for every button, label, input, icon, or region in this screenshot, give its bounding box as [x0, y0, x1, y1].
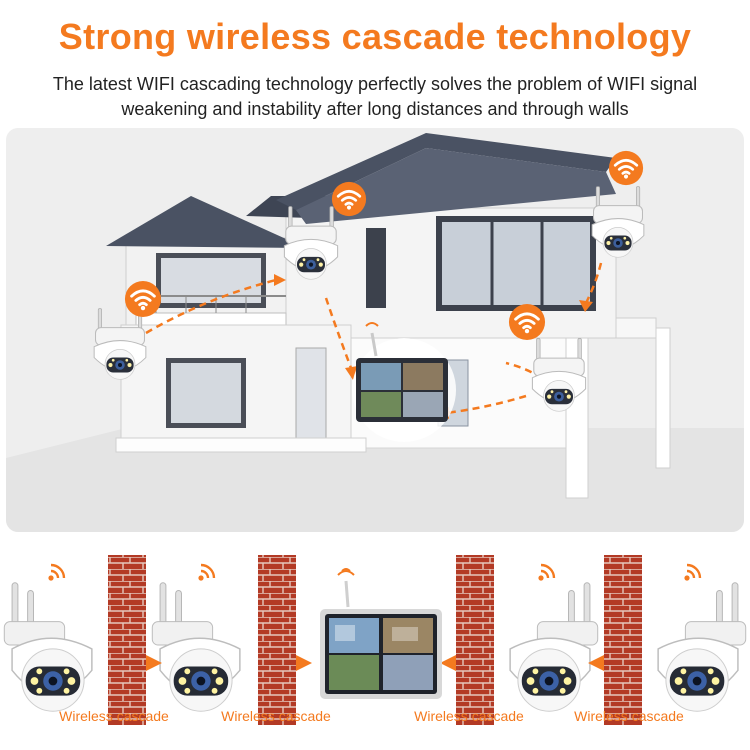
security-camera-icon: [509, 581, 599, 712]
cascade-arrow-icon: [296, 655, 312, 671]
page-subtitle: The latest WIFI cascading technology per…: [30, 72, 720, 122]
security-camera-icon: [3, 581, 93, 712]
wifi-signal-icon: [124, 280, 162, 318]
house-illustration: [6, 133, 744, 532]
wifi-signal-icon: [197, 563, 216, 582]
wifi-signal-icon: [508, 303, 546, 341]
brick-wall-icon: [604, 555, 642, 725]
subtitle-line-2: weakening and instability after long dis…: [121, 99, 629, 119]
nvr-monitor-icon: [352, 322, 456, 442]
nvr-monitor-icon: [320, 568, 442, 699]
house-lower-floor: [115, 324, 367, 453]
house-scene-panel: [6, 128, 744, 532]
security-camera-icon: [657, 581, 747, 712]
cascade-arrow-icon: [440, 655, 456, 671]
brick-wall-icon: [108, 555, 146, 725]
cascade-diagram: [3, 555, 747, 725]
cascade-arrow-icon: [146, 655, 162, 671]
cascade-label: Wireless cascade: [414, 708, 524, 724]
cascade-label: Wireless cascade: [59, 708, 169, 724]
cascade-arrow-icon: [588, 655, 604, 671]
page-title: Strong wireless cascade technology: [58, 16, 692, 57]
security-camera-icon: [151, 581, 241, 712]
cascade-label: Wireless cascade: [574, 708, 684, 724]
brick-wall-icon: [456, 555, 494, 725]
cascade-label: Wireless cascade: [221, 708, 331, 724]
wifi-signal-icon: [608, 150, 644, 186]
wifi-signal-icon: [47, 563, 66, 582]
subtitle-line-1: The latest WIFI cascading technology per…: [52, 74, 698, 94]
brick-wall-icon: [258, 555, 296, 725]
wifi-signal-icon: [537, 563, 556, 582]
wifi-signal-icon: [683, 563, 702, 582]
wifi-signal-icon: [331, 181, 367, 217]
cascade-diagram-strip: [0, 545, 750, 750]
ground: [6, 428, 744, 532]
